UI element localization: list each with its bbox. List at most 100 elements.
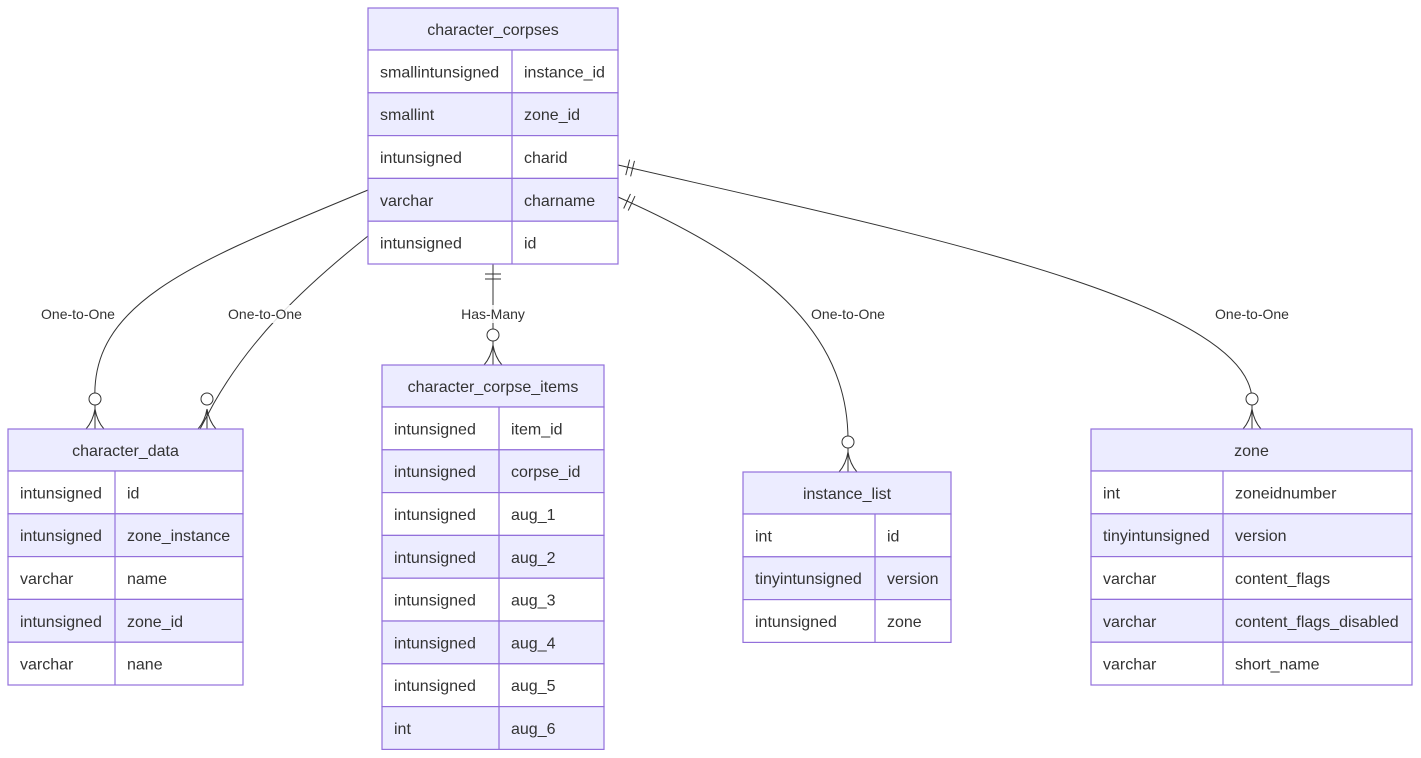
relationship-4 [617,193,858,473]
attribute-row [367,177,619,222]
relationship-line [199,235,369,430]
relationship-5 [617,159,1262,430]
attribute-type: tinyintunsigned [755,571,862,588]
attribute-name: id [127,485,139,502]
relationship-label-background [1212,305,1292,323]
entity-title: zone [1234,443,1269,460]
attribute-name: aug_1 [511,507,556,524]
relationship-line [94,189,369,429]
attribute-row [1090,641,1413,686]
attribute-type: intunsigned [20,528,102,545]
attribute-name: zone_id [524,107,580,124]
attribute-row [742,513,952,558]
attribute-row [381,663,605,708]
attribute-row [742,598,952,643]
attribute-name: short_name [1235,657,1320,674]
relationship-label-text: Has-Many [461,306,525,322]
attribute-type: varchar [1103,571,1157,588]
relationship-label-background [38,305,118,323]
attribute-type: intunsigned [394,550,476,567]
entity-header [742,471,952,515]
attribute-name: version [1235,528,1287,545]
entity-title: character_corpses [427,22,559,39]
attribute-type: intunsigned [380,236,462,253]
attribute-name: zone_instance [127,528,230,545]
attribute-row [367,220,619,265]
attribute-type: varchar [20,657,74,674]
relationship-label-background [225,305,305,323]
attribute-row [1090,513,1413,558]
attribute-name: aug_2 [511,550,556,567]
attribute-name: item_id [511,421,563,438]
relationship-label: Has-Many [460,305,526,323]
attribute-name: zone_id [127,614,183,631]
attribute-row [1090,555,1413,600]
exactly-one-marker [623,193,636,211]
attribute-name: zoneidnumber [1235,485,1337,502]
relationship-line [617,196,849,472]
attribute-row [381,449,605,494]
attribute-type: varchar [380,193,434,210]
attribute-name: aug_3 [511,593,556,610]
attribute-name: content_flags_disabled [1235,614,1399,631]
zero-or-many-marker [197,392,217,430]
attribute-name: charname [524,193,595,210]
zero-or-many-marker [838,435,858,473]
zero-or-many-marker [1242,392,1262,430]
attribute-name: id [524,236,536,253]
relationship-label-text: One-to-One [228,306,302,322]
attribute-type: varchar [1103,657,1157,674]
attribute-name: charid [524,150,568,167]
attribute-name: corpse_id [511,464,580,481]
attribute-name: aug_6 [511,721,556,738]
attribute-row [7,513,244,558]
attribute-name: name [127,571,167,588]
attribute-row [381,705,605,750]
attribute-type: int [1103,485,1120,502]
relationship-label-text: One-to-One [41,306,115,322]
attribute-type: smallint [380,107,435,124]
attribute-type: int [394,721,411,738]
zero-or-many-marker [483,328,503,366]
relationship-label-text: One-to-One [1215,306,1289,322]
attribute-row [381,406,605,451]
entity-header [367,7,619,51]
attribute-name: content_flags [1235,571,1330,588]
relationship-label-background [808,305,888,323]
entity-title: character_corpse_items [408,379,579,396]
entity-character-corpse-items: character_corpse_items intunsigned item_id… [381,364,605,750]
attribute-name: zone [887,614,922,631]
relationship-label: One-to-One [225,305,305,323]
attribute-type: smallintunsigned [380,64,499,81]
relationship-3 [483,264,503,366]
relationship-labels-layer: One-to-One One-to-One Has-Many One-to-One On… [38,305,1292,323]
attribute-type: intunsigned [380,150,462,167]
attribute-name: aug_5 [511,678,556,695]
attribute-row [7,470,244,515]
entity-header [381,364,605,408]
attribute-type: intunsigned [394,507,476,524]
attribute-row [381,577,605,622]
relationship-label: One-to-One [1212,305,1292,323]
attribute-name: id [887,528,899,545]
relationship-label: One-to-One [808,305,888,323]
entity-title: character_data [72,443,179,460]
attribute-type: varchar [20,571,74,588]
attribute-type: intunsigned [394,635,476,652]
relationship-label-background [460,305,526,323]
attribute-type: intunsigned [394,678,476,695]
attribute-type: intunsigned [755,614,837,631]
attribute-name: aug_4 [511,635,556,652]
relationship-label: One-to-One [38,305,118,323]
attribute-name: instance_id [524,64,605,81]
entity-header [1090,428,1413,472]
exactly-one-marker [625,159,635,177]
relationship-line [617,164,1253,429]
attribute-row [367,49,619,94]
attribute-row [381,492,605,537]
relationship-2 [197,220,386,430]
attribute-type: intunsigned [394,464,476,481]
